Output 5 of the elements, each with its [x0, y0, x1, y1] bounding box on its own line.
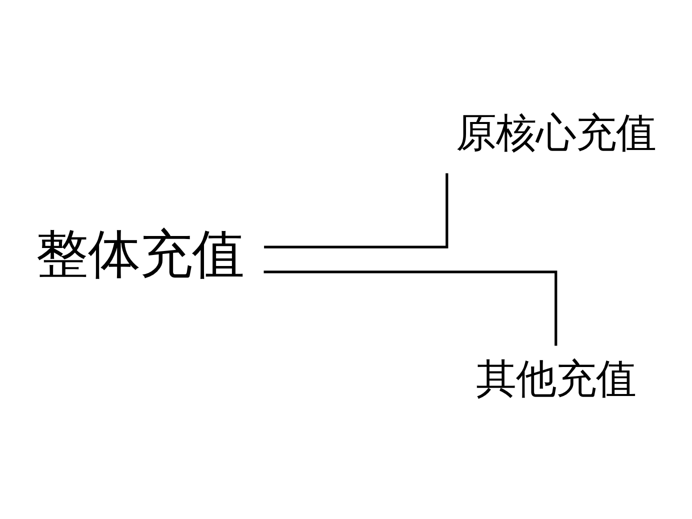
- connector: [264, 173, 448, 248]
- node-text: 其他充值: [476, 356, 636, 403]
- node-text: 原核心充值: [456, 109, 656, 156]
- connector: [264, 270, 558, 346]
- node-text: 整体充值: [36, 224, 244, 286]
